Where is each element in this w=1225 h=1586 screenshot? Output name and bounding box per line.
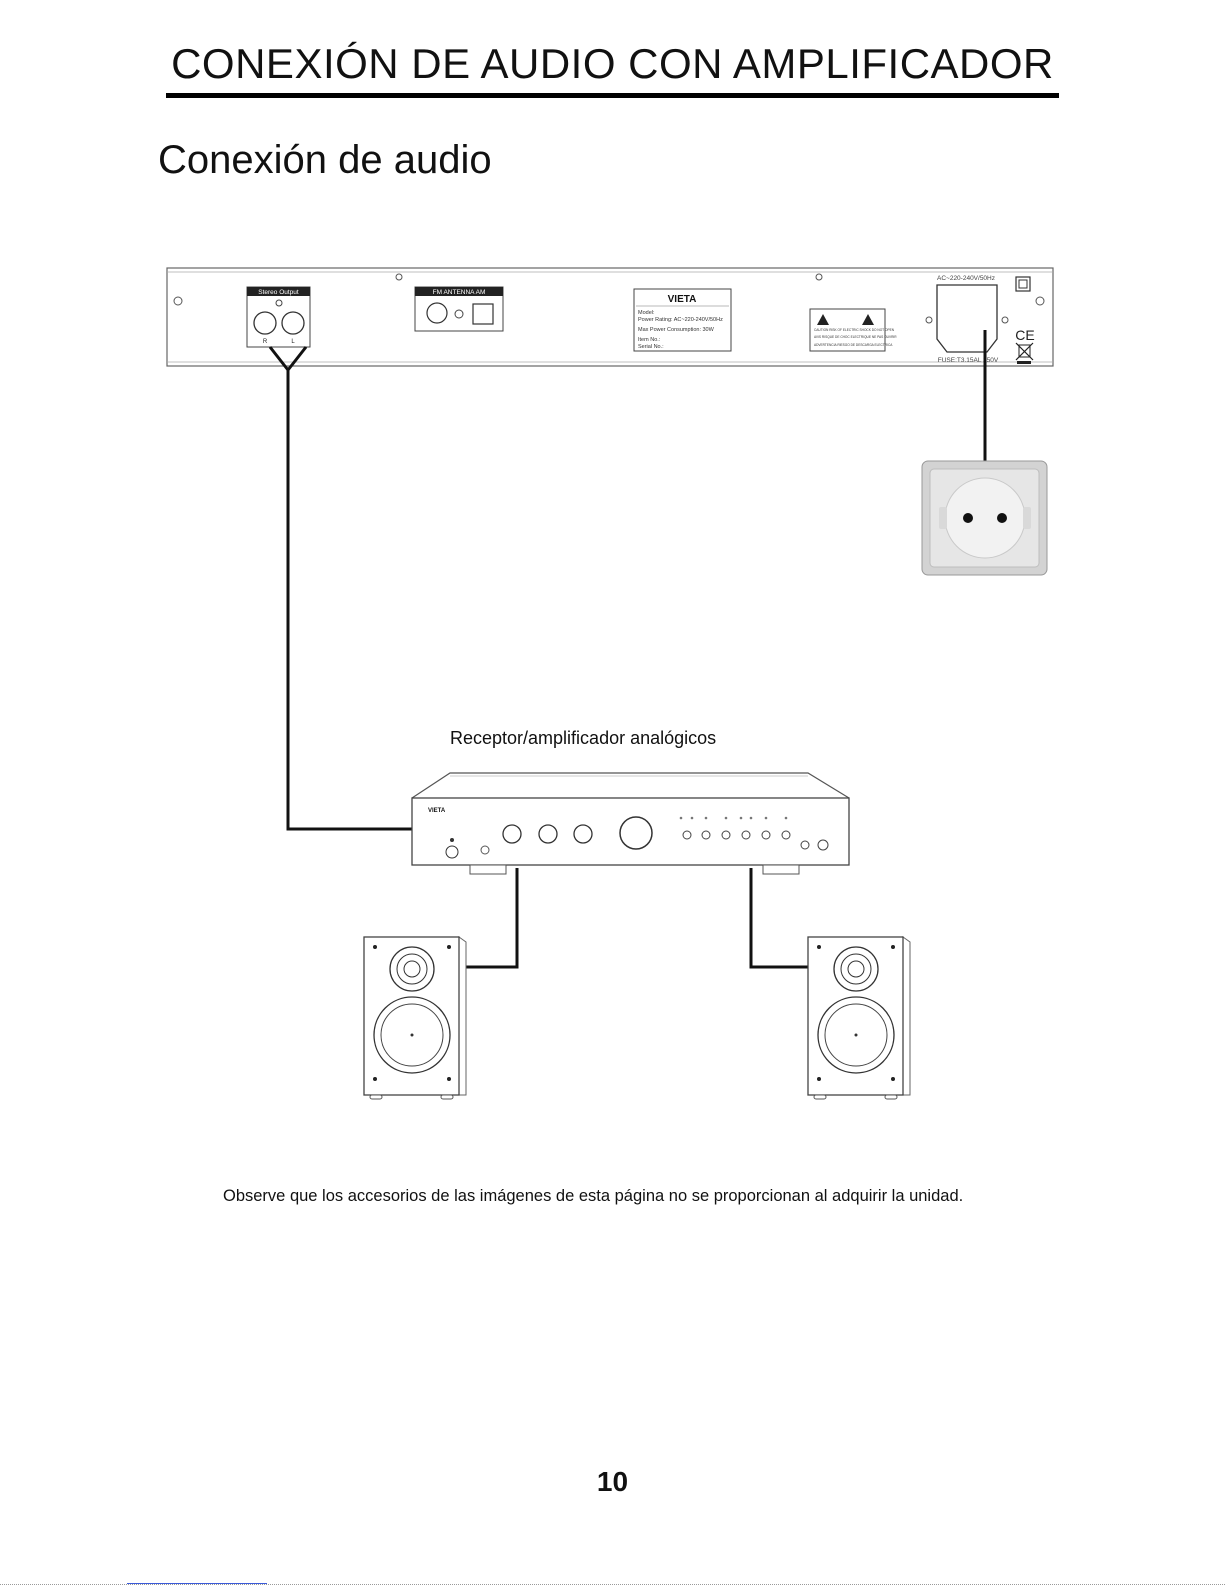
section-title: Conexión de audio [158,138,492,182]
rca-left-jack [281,311,305,335]
power-rating-text: AC~220-240V/50Hz [937,275,995,282]
page-number: 10 [596,1466,629,1497]
amplifier: VIETA [411,772,850,875]
stereo-output-block: Stereo Output R L [246,286,311,348]
page-title: CONEXIÓN DE AUDIO CON AMPLIFICADOR [171,40,1054,87]
antenna-label: FM ANTENNA AM [433,289,486,296]
audio-cable [268,346,412,831]
knob [538,824,558,844]
double-insulation-icon [1015,276,1031,292]
knob [502,824,522,844]
accessories-note: Observe que los accesorios de las imágen… [223,1187,964,1205]
rating-label: VIETA Model: Power Rating: AC~220-240V/5… [633,288,732,352]
rating-line: Power Rating: AC~220-240V/50Hz [638,317,723,323]
power-inlet: AC~220-240V/50Hz FUSE:T3.15AL 250V CE [936,275,1035,364]
channel-left-label: L [291,339,295,345]
power-button [445,845,459,859]
speaker-left [363,936,467,1100]
warning-triangle-icon [817,314,829,325]
amplifier-brand-logo: VIETA [428,808,446,814]
knob [573,824,593,844]
rating-line: Serial No.: [638,344,664,350]
amplifier-caption: Receptor/amplificador analógicos [450,728,717,748]
brand-logo: VIETA [668,294,697,305]
rca-right-jack [253,311,277,335]
device-back-panel [166,267,1054,367]
warning-line: AVIS RISQUE DE CHOC ELECTRIQUE NE PAS OU… [814,335,897,339]
speaker-cable-left [460,868,519,969]
antenna-block: FM ANTENNA AM [414,286,504,332]
speaker-cable-right [749,868,808,969]
channel-right-label: R [263,339,268,345]
weee-bin-icon [1015,342,1034,364]
warning-line: CAUTION RISK OF ELECTRIC SHOCK DO NOT OP… [814,328,895,332]
warning-triangle-icon [862,314,874,325]
volume-knob [619,816,653,850]
wall-socket [921,460,1048,576]
speaker-right [807,936,911,1100]
ce-mark: CE [1015,327,1034,343]
fuse-label: FUSE:T3.15AL 250V [938,357,999,364]
stereo-output-label: Stereo Output [258,289,299,296]
rating-line: Item No.: [638,337,661,343]
rating-line: Model: [638,310,655,316]
rating-line: Max Power Consumption: 30W [638,327,715,333]
warning-label: CAUTION RISK OF ELECTRIC SHOCK DO NOT OP… [809,308,897,352]
footer-link-underline [127,1583,267,1584]
warning-line: ADVERTENCIA RIESGO DE DESCARGA ELECTRICA [814,343,893,347]
title-rule [166,93,1059,98]
